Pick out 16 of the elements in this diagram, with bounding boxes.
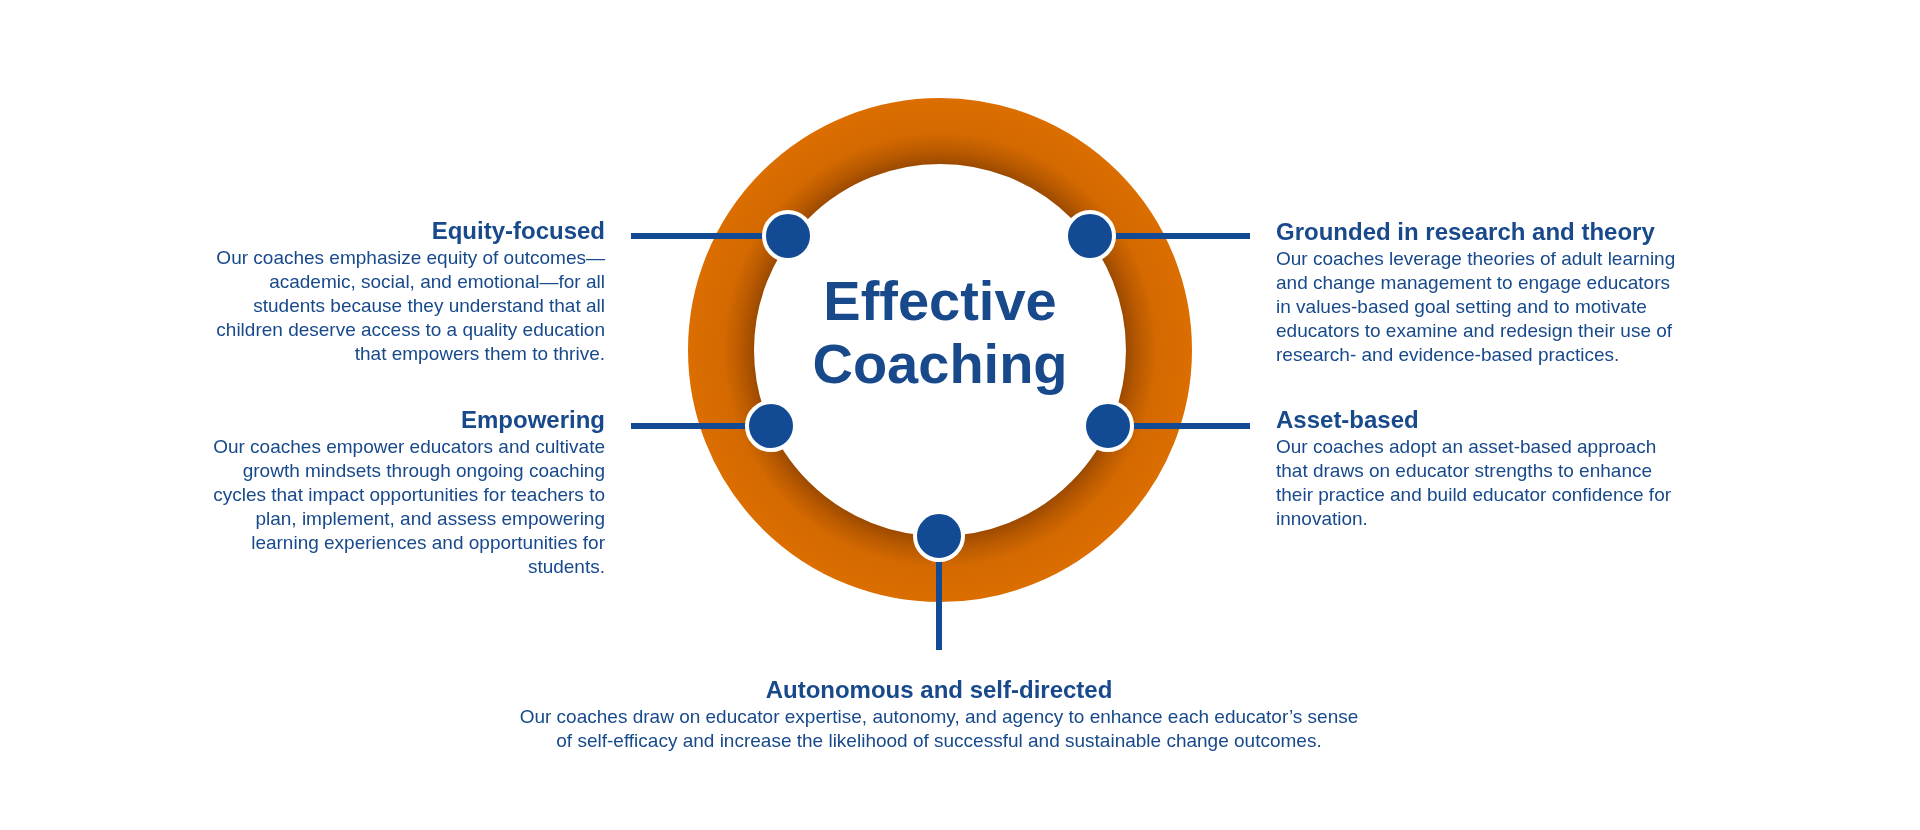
section-description: Our coaches adopt an asset-based approach that draws on educator strengths to enhance their practice and build educator confidence for innovation. (1276, 435, 1673, 531)
section-description: Our coaches emphasize equity of outcomes—academic, social, and emotional—for all students because they understand that all children deserve access to a quality education that empowers them to thrive. (215, 246, 605, 366)
section-description: Our coaches draw on educator expertise, autonomy, and agency to enhance each educator’s sense of self-efficacy and increase the likelihood of successful and sustainable change outcomes. (518, 705, 1360, 753)
section-description: Our coaches leverage theories of adult learning and change management to engage educators in values-based goal setting and to motivate educators to examine and redesign their use of research- and evidence-based practices. (1276, 247, 1677, 367)
leader-line (631, 423, 745, 429)
leader-line (631, 233, 762, 239)
section-heading: Asset-based (1276, 405, 1420, 435)
section-heading: Autonomous and self-directed (764, 675, 1114, 705)
leader-line (1134, 423, 1250, 429)
leader-line (1116, 233, 1250, 239)
hub-title: Effective Coaching (811, 269, 1069, 396)
section-heading: Empowering (460, 405, 605, 435)
section-heading: Equity-focused (430, 216, 605, 246)
section-description: Our coaches empower educators and cultivate growth mindsets through ongoing coaching cycles that impact opportunities for teachers to plan, implement, and assess empowering learning experiences and opportunities for students. (212, 435, 605, 579)
section-heading: Grounded in research and theory (1276, 217, 1656, 247)
leader-line (936, 562, 942, 650)
